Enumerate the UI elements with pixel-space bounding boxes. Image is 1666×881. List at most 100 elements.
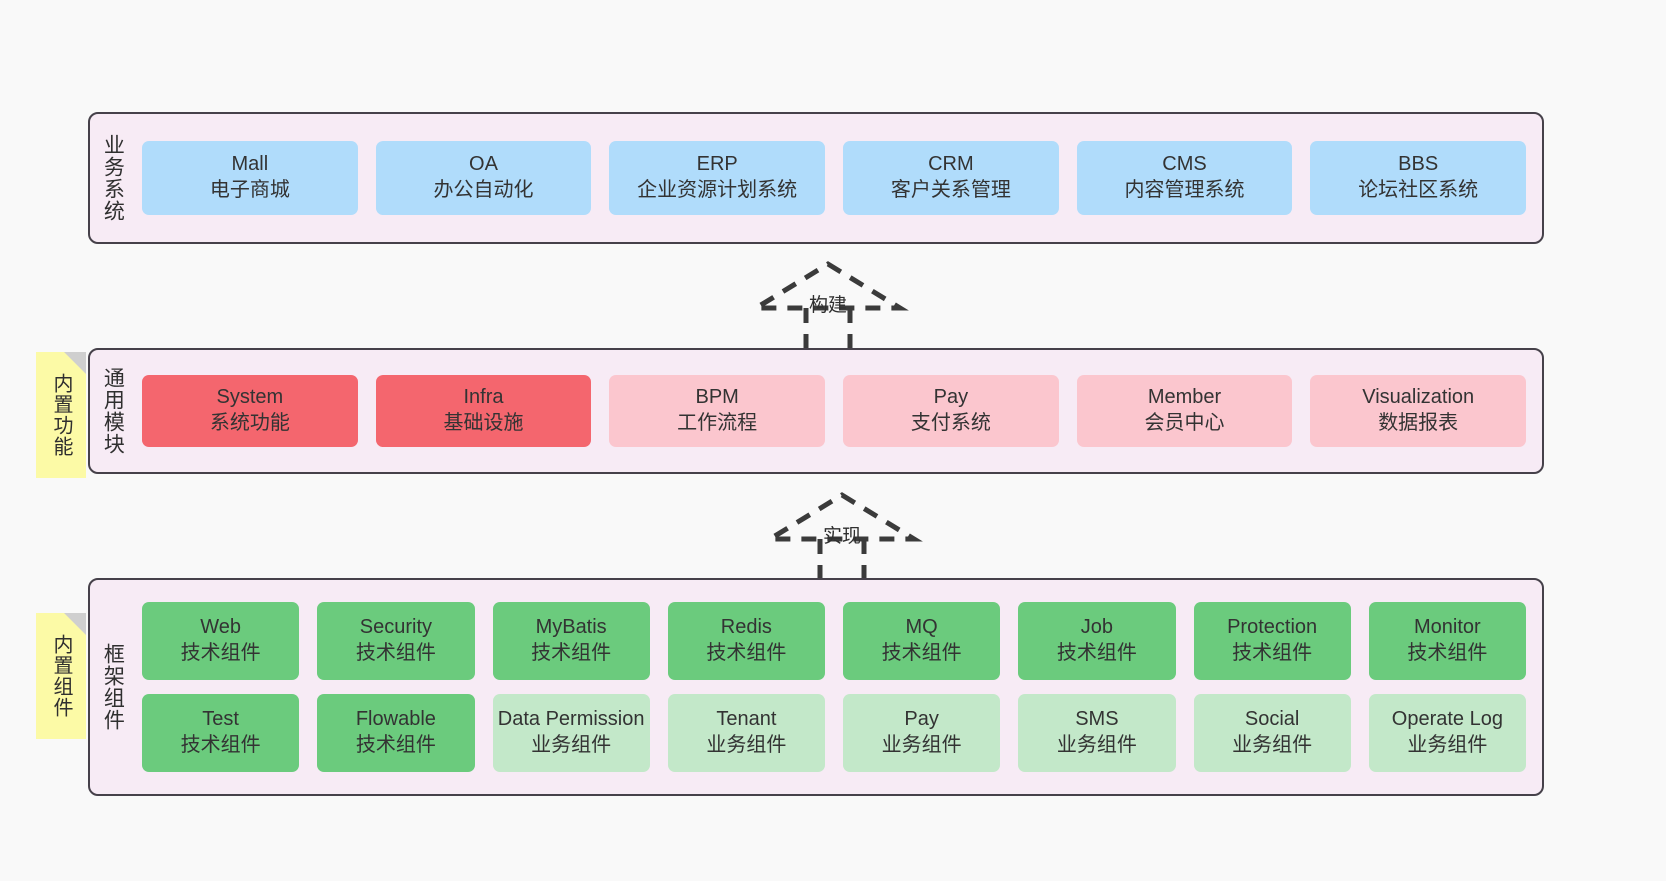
connector-implement-label: 实现 bbox=[822, 526, 862, 547]
connector-stem-icon bbox=[817, 539, 867, 581]
node-crm-cn: 客户关系管理 bbox=[890, 179, 1011, 201]
node-bpm-cn: 工作流程 bbox=[677, 412, 758, 434]
framework-biz-row: Test 技术组件 Flowable 技术组件 Data Permission … bbox=[142, 694, 1526, 772]
node-cms-cn: 内容管理系统 bbox=[1124, 179, 1245, 201]
business-node-row: Mall 电子商城 OA 办公自动化 ERP 企业资源计划系统 CRM 客户关系… bbox=[142, 141, 1527, 215]
node-monitor[interactable]: Monitor 技术组件 bbox=[1368, 602, 1526, 680]
layer-body-business-system: Mall 电子商城 OA 办公自动化 ERP 企业资源计划系统 CRM 客户关系… bbox=[134, 114, 1542, 242]
node-erp[interactable]: ERP 企业资源计划系统 bbox=[609, 141, 826, 215]
node-bbs-en: BBS bbox=[1398, 153, 1439, 176]
node-social[interactable]: Social 业务组件 bbox=[1193, 694, 1351, 772]
node-mybatis-en: MyBatis bbox=[535, 616, 607, 639]
node-tenant[interactable]: Tenant 业务组件 bbox=[667, 694, 825, 772]
layer-title-framework-components: 框架组件 bbox=[101, 643, 125, 731]
node-operate-log-en: Operate Log bbox=[1391, 708, 1503, 731]
node-infra-cn: 基础设施 bbox=[443, 412, 524, 434]
node-protection-en: Protection bbox=[1227, 616, 1318, 639]
note-builtin-components-label: 内置组件 bbox=[50, 634, 72, 718]
node-job[interactable]: Job 技术组件 bbox=[1018, 602, 1176, 680]
connector-build-label: 构建 bbox=[808, 295, 848, 316]
node-member-en: Member bbox=[1147, 386, 1222, 409]
node-system-en: System bbox=[216, 386, 284, 409]
node-web-en: Web bbox=[200, 616, 241, 639]
node-sms[interactable]: SMS 业务组件 bbox=[1018, 694, 1176, 772]
node-flowable[interactable]: Flowable 技术组件 bbox=[317, 694, 475, 772]
node-visualization[interactable]: Visualization 数据报表 bbox=[1310, 375, 1527, 447]
node-test[interactable]: Test 技术组件 bbox=[142, 694, 300, 772]
node-bbs[interactable]: BBS 论坛社区系统 bbox=[1310, 141, 1527, 215]
node-data-permission-cn: 业务组件 bbox=[531, 734, 612, 756]
node-system-cn: 系统功能 bbox=[209, 412, 290, 434]
node-oa-cn: 办公自动化 bbox=[433, 179, 534, 201]
generalization-triangle-icon bbox=[761, 492, 923, 542]
layer-title-common-modules: 通用模块 bbox=[101, 367, 125, 455]
framework-tech-row: Web 技术组件 Security 技术组件 MyBatis 技术组件 Redi… bbox=[142, 602, 1526, 680]
note-builtin-components: 内置组件 bbox=[36, 613, 86, 739]
node-security-cn: 技术组件 bbox=[355, 642, 436, 664]
node-web[interactable]: Web 技术组件 bbox=[142, 602, 300, 680]
node-pay-module[interactable]: Pay 支付系统 bbox=[843, 375, 1059, 447]
node-member[interactable]: Member 会员中心 bbox=[1076, 375, 1293, 447]
node-mall-cn: 电子商城 bbox=[209, 179, 290, 201]
generalization-triangle-icon bbox=[747, 261, 909, 311]
node-sms-en: SMS bbox=[1075, 708, 1119, 731]
node-infra-en: Infra bbox=[463, 386, 504, 409]
node-test-en: Test bbox=[202, 708, 239, 731]
connector-build: 构建 bbox=[747, 258, 909, 350]
node-mybatis[interactable]: MyBatis 技术组件 bbox=[492, 602, 650, 680]
layer-framework-components: 框架组件 Web 技术组件 Security 技术组件 MyBatis 技术组件… bbox=[88, 578, 1544, 796]
node-infra[interactable]: Infra 基础设施 bbox=[375, 375, 592, 447]
node-oa-en: OA bbox=[469, 153, 498, 176]
note-fold-icon bbox=[64, 613, 86, 635]
node-oa[interactable]: OA 办公自动化 bbox=[375, 141, 592, 215]
node-protection-cn: 技术组件 bbox=[1232, 642, 1313, 664]
node-security-en: Security bbox=[359, 616, 432, 639]
connector-implement: 实现 bbox=[761, 489, 923, 581]
node-flowable-cn: 技术组件 bbox=[355, 734, 436, 756]
node-monitor-en: Monitor bbox=[1414, 616, 1481, 639]
node-cms-en: CMS bbox=[1162, 153, 1207, 176]
node-monitor-cn: 技术组件 bbox=[1407, 642, 1488, 664]
node-mq[interactable]: MQ 技术组件 bbox=[843, 602, 1001, 680]
node-system[interactable]: System 系统功能 bbox=[142, 375, 358, 447]
note-fold-icon bbox=[64, 352, 86, 374]
node-operate-log-cn: 业务组件 bbox=[1407, 734, 1488, 756]
layer-body-common-modules: System 系统功能 Infra 基础设施 BPM 工作流程 Pay 支付系统… bbox=[134, 350, 1542, 472]
node-visualization-en: Visualization bbox=[1362, 386, 1475, 409]
layer-title-business-system: 业务系统 bbox=[101, 134, 125, 222]
node-member-cn: 会员中心 bbox=[1144, 412, 1225, 434]
layer-body-framework-components: Web 技术组件 Security 技术组件 MyBatis 技术组件 Redi… bbox=[134, 580, 1542, 794]
node-sms-cn: 业务组件 bbox=[1056, 734, 1137, 756]
node-redis[interactable]: Redis 技术组件 bbox=[667, 602, 825, 680]
node-pay-component-en: Pay bbox=[904, 708, 939, 731]
node-redis-cn: 技术组件 bbox=[706, 642, 787, 664]
node-data-permission[interactable]: Data Permission 业务组件 bbox=[492, 694, 650, 772]
node-mall[interactable]: Mall 电子商城 bbox=[142, 141, 358, 215]
node-pay-component[interactable]: Pay 业务组件 bbox=[843, 694, 1001, 772]
node-cms[interactable]: CMS 内容管理系统 bbox=[1076, 141, 1293, 215]
note-builtin-features-label: 内置功能 bbox=[50, 373, 72, 457]
connector-stem-icon bbox=[803, 308, 853, 350]
node-crm-en: CRM bbox=[928, 153, 974, 176]
layer-common-modules: 通用模块 System 系统功能 Infra 基础设施 BPM 工作流程 Pay… bbox=[88, 348, 1544, 474]
node-pay-component-cn: 业务组件 bbox=[881, 734, 962, 756]
node-pay-module-en: Pay bbox=[933, 386, 969, 409]
node-bbs-cn: 论坛社区系统 bbox=[1358, 179, 1479, 201]
node-operate-log[interactable]: Operate Log 业务组件 bbox=[1368, 694, 1526, 772]
node-crm[interactable]: CRM 客户关系管理 bbox=[843, 141, 1059, 215]
node-visualization-cn: 数据报表 bbox=[1378, 412, 1459, 434]
node-job-en: Job bbox=[1080, 616, 1113, 639]
node-tenant-cn: 业务组件 bbox=[706, 734, 787, 756]
node-test-cn: 技术组件 bbox=[180, 734, 261, 756]
node-mybatis-cn: 技术组件 bbox=[531, 642, 612, 664]
node-redis-en: Redis bbox=[720, 616, 772, 639]
node-data-permission-en: Data Permission bbox=[497, 708, 645, 731]
node-protection[interactable]: Protection 技术组件 bbox=[1193, 602, 1351, 680]
node-bpm[interactable]: BPM 工作流程 bbox=[609, 375, 826, 447]
node-security[interactable]: Security 技术组件 bbox=[317, 602, 475, 680]
node-flowable-en: Flowable bbox=[355, 708, 436, 731]
layer-business-system: 业务系统 Mall 电子商城 OA 办公自动化 ERP 企业资源计划系统 CRM… bbox=[88, 112, 1544, 244]
node-bpm-en: BPM bbox=[695, 386, 739, 409]
node-tenant-en: Tenant bbox=[716, 708, 777, 731]
